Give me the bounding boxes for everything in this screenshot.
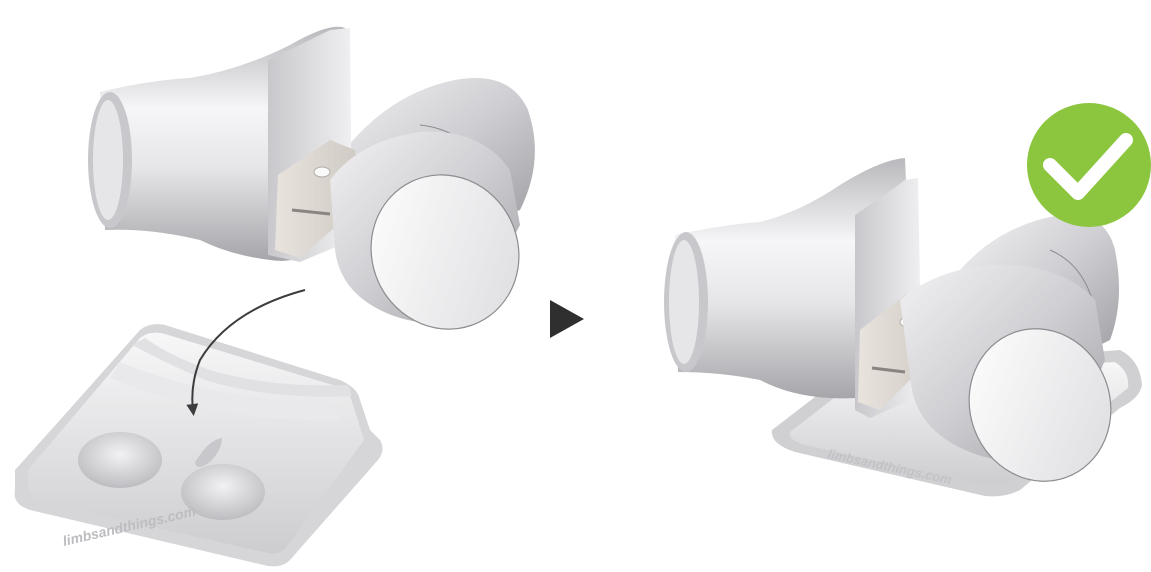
base-tray-left: limbsandthings.com xyxy=(15,324,383,566)
checkmark-icon xyxy=(1027,103,1151,227)
simulator-model-left xyxy=(88,27,544,354)
cup-left xyxy=(78,432,162,488)
right-panel: limbsandthings.com xyxy=(664,103,1151,501)
left-panel: limbsandthings.com xyxy=(15,27,545,567)
play-triangle-icon xyxy=(550,300,584,338)
